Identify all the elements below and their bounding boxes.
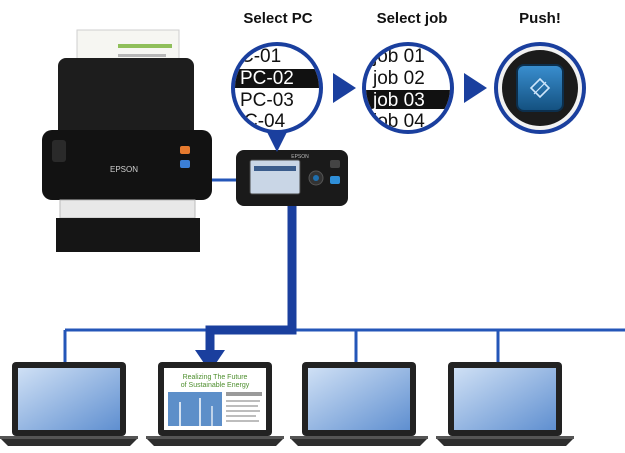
job-option-2: job 02 [372,68,425,89]
scan-destination-arrow [195,205,297,372]
magnifier-pointer [265,128,289,152]
scanner-brand-label: EPSON [110,165,138,174]
step-title-select-pc: Select PC [243,10,313,27]
laptop-2-destination: Realizing The Future of Sustainable Ener… [146,362,284,446]
wind-turbine-photo [168,392,222,426]
document-scanner: EPSON [42,29,212,252]
step-title-select-job: Select job [376,10,448,27]
step-arrow-2 [464,73,487,103]
laptop-3 [290,362,428,446]
step-title-push: Push! [519,10,561,27]
laptop-4 [436,362,574,446]
select-pc-bubble: C-01 PC-02 PC-03 C-04 [231,42,323,134]
laptop-doc-headline-1: Realizing The Future [183,374,248,381]
laptop-doc-headline-2: of Sustainable Energy [181,382,250,389]
laptop-1 [0,362,138,446]
scan-start-icon [529,77,551,99]
job-option-3-selected: job 03 [372,90,425,111]
push-button-bubble [494,42,586,134]
pc-option-2-selected: PC-02 [240,68,294,89]
pc-option-3: PC-03 [240,90,294,111]
select-job-bubble: job 01 job 02 job 03 job 04 [362,42,454,134]
step-arrow-1 [333,73,356,103]
network-interface-panel: EPSON [236,150,348,206]
panel-brand-label: EPSON [291,154,309,160]
